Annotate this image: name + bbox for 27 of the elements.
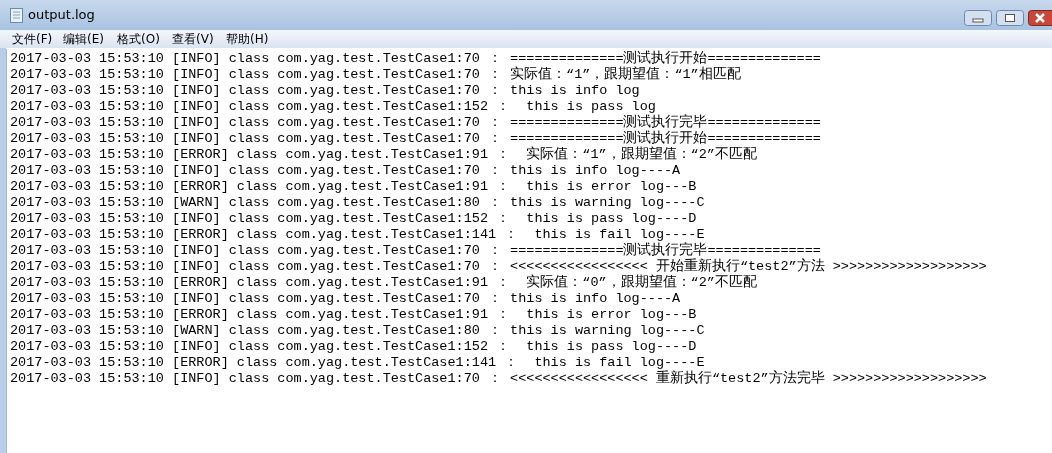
log-line: 2017-03-03 15:53:10 [INFO] class com.yag.test.TestCase1:152 ： this is pass log----D [10,339,697,355]
log-line: 2017-03-03 15:53:10 [INFO] class com.yag.test.TestCase1:70 ： <<<<<<<<<<<<<<<<< 重新执行“test2”方法完毕 >>>>>>>>>>>>>>>>>>> [10,371,987,387]
log-line: 2017-03-03 15:53:10 [INFO] class com.yag.test.TestCase1:70 ： this is info log----A [10,163,681,179]
menu-item: 帮助(H) [226,31,269,48]
menu-item: 查看(V) [172,31,214,48]
log-line: 2017-03-03 15:53:10 [ERROR] class com.yag.test.TestCase1:91 ： 实际值：“0”，跟期望值：“2”不匹配 [10,275,757,291]
log-line: 2017-03-03 15:53:10 [INFO] class com.yag.test.TestCase1:70 ： 实际值：“1”，跟期望值：“1”相匹配 [10,67,741,83]
log-line: 2017-03-03 15:53:10 [INFO] class com.yag.test.TestCase1:152 ： this is pass log----D [10,211,697,227]
log-line: 2017-03-03 15:53:10 [WARN] class com.yag.test.TestCase1:80 ： this is warning log----C [10,323,705,339]
log-line: 2017-03-03 15:53:10 [ERROR] class com.yag.test.TestCase1:91 ： this is error log---B [10,307,697,323]
menu-item: 格式(O) [117,31,160,48]
log-line: 2017-03-03 15:53:10 [INFO] class com.yag.test.TestCase1:70 ： ==============测试执行完毕============== [10,243,821,258]
log-line: 2017-03-03 15:53:10 [ERROR] class com.yag.test.TestCase1:91 ： 实际值：“1”，跟期望值：“2”不匹配 [10,147,757,163]
log-line: 2017-03-03 15:53:10 [INFO] class com.yag.test.TestCase1:70 ： ==============测试执行完毕============== [10,115,821,130]
log-line: 2017-03-03 15:53:10 [INFO] class com.yag.test.TestCase1:70 ： this is info log [10,83,640,99]
window-title: output.log [28,7,95,22]
menu-item: 编辑(E) [63,31,104,48]
log-line: 2017-03-03 15:53:10 [ERROR] class com.yag.test.TestCase1:141 ： this is fail log----E [10,227,705,242]
log-line: 2017-03-03 15:53:10 [WARN] class com.yag.test.TestCase1:80 ： this is warning log----C [10,195,705,211]
log-line: 2017-03-03 15:53:10 [INFO] class com.yag.test.TestCase1:70 ： ==============测试执行开始============== [10,51,821,66]
log-line: 2017-03-03 15:53:10 [INFO] class com.yag.test.TestCase1:70 ： this is info log----A [10,291,681,307]
log-line: 2017-03-03 15:53:10 [ERROR] class com.yag.test.TestCase1:141 ： this is fail log----E [10,355,705,370]
log-line: 2017-03-03 15:53:10 [INFO] class com.yag.test.TestCase1:70 ： <<<<<<<<<<<<<<<<< 开始重新执行“test2”方法 >>>>>>>>>>>>>>>>>>> [10,259,987,274]
menu-item: 文件(F) [12,31,53,48]
log-line: 2017-03-03 15:53:10 [INFO] class com.yag.test.TestCase1:152 ： this is pass log [10,99,656,114]
log-line: 2017-03-03 15:53:10 [INFO] class com.yag.test.TestCase1:70 ： ==============测试执行开始============== [10,131,821,146]
log-line: 2017-03-03 15:53:10 [ERROR] class com.yag.test.TestCase1:91 ： this is error log---B [10,179,697,195]
